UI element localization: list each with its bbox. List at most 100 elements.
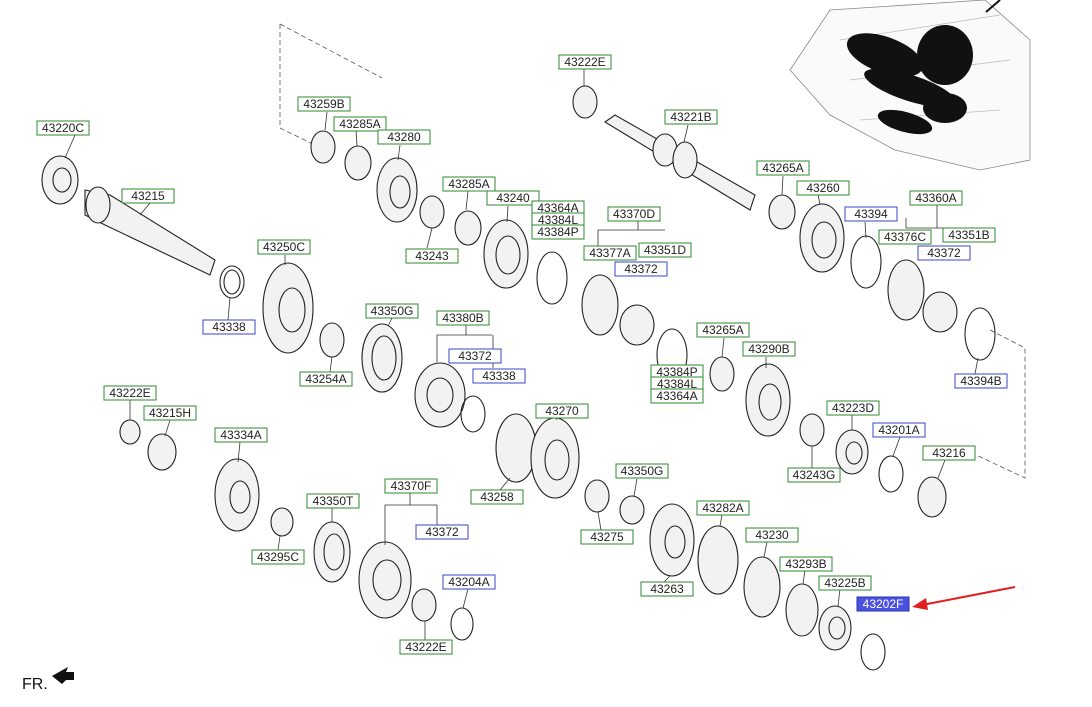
part-label-43360a[interactable]: 43360A xyxy=(909,190,963,206)
part-label-43376c[interactable]: 43376C xyxy=(878,229,932,245)
part-number: 43372 xyxy=(624,262,658,276)
part-label-43220c[interactable]: 43220C xyxy=(36,120,90,136)
part-label-43280[interactable]: 43280 xyxy=(377,129,431,145)
part-label-43372[interactable]: 43372 xyxy=(614,261,668,277)
part-label-43394[interactable]: 43394 xyxy=(844,206,898,222)
part-label-43215[interactable]: 43215 xyxy=(121,188,175,204)
part-label-43372[interactable]: 43372 xyxy=(415,524,469,540)
part-label-43295c[interactable]: 43295C xyxy=(251,549,305,565)
part-number: 43258 xyxy=(480,490,514,504)
part-number: 43204A xyxy=(448,575,489,589)
orientation-label: FR. xyxy=(22,676,48,693)
part-label-43370f[interactable]: 43370F xyxy=(384,478,438,494)
part-label-box xyxy=(121,188,175,204)
leader-lines xyxy=(64,69,979,640)
part-number: 43265A xyxy=(702,323,743,337)
part-label-43394b[interactable]: 43394B xyxy=(954,373,1008,389)
part-number: 43350T xyxy=(313,494,354,508)
part-label-43222e[interactable]: 43222E xyxy=(103,385,157,401)
part-label-43350g[interactable]: 43350G xyxy=(365,303,419,319)
part-number: 43384L xyxy=(657,377,697,391)
part-label-43215h[interactable]: 43215H xyxy=(143,405,197,421)
part-label-43338[interactable]: 43338 xyxy=(202,319,256,335)
part-label-43250c[interactable]: 43250C xyxy=(257,239,311,255)
part-label-43384p[interactable]: 43384P xyxy=(650,364,704,380)
part-label-box xyxy=(257,239,311,255)
part-label-box xyxy=(415,524,469,540)
part-number: 43384L xyxy=(538,213,578,227)
part-label-box xyxy=(580,529,634,545)
parts xyxy=(41,85,996,671)
part-number: 43243 xyxy=(415,249,449,263)
part-number: 43285A xyxy=(448,177,489,191)
part-number: 43334A xyxy=(220,428,261,442)
part-label-43285a[interactable]: 43285A xyxy=(333,116,387,132)
part-label-43202f[interactable]: 43202F xyxy=(856,596,910,612)
part-number: 43250C xyxy=(263,240,305,254)
part-number: 43377A xyxy=(589,246,630,260)
transmission-thumbnail[interactable] xyxy=(789,0,1031,171)
part-number: 43380B xyxy=(442,311,483,325)
part-label-43204a[interactable]: 43204A xyxy=(442,574,496,590)
part-label-43243[interactable]: 43243 xyxy=(405,248,459,264)
part-label-43223d[interactable]: 43223D xyxy=(826,400,880,416)
part-label-43338[interactable]: 43338 xyxy=(472,368,526,384)
part-label-box xyxy=(377,129,431,145)
part-label-43259b[interactable]: 43259B xyxy=(297,96,351,112)
part-label-43263[interactable]: 43263 xyxy=(640,581,694,597)
part-label-43350g[interactable]: 43350G xyxy=(615,463,669,479)
part-number: 43260 xyxy=(806,181,840,195)
part-label-43225b[interactable]: 43225B xyxy=(818,575,872,591)
part-label-43243g[interactable]: 43243G xyxy=(787,467,841,483)
part-label-43275[interactable]: 43275 xyxy=(580,529,634,545)
part-label-43351b[interactable]: 43351B xyxy=(942,227,996,243)
part-label-43282a[interactable]: 43282A xyxy=(696,500,750,516)
part-label-43350t[interactable]: 43350T xyxy=(306,493,360,509)
part-number: 43280 xyxy=(387,130,421,144)
part-label-43270[interactable]: 43270 xyxy=(535,403,589,419)
part-label-43258[interactable]: 43258 xyxy=(470,489,524,505)
part-label-43221b[interactable]: 43221B xyxy=(664,109,718,125)
part-label-43260[interactable]: 43260 xyxy=(796,180,850,196)
part-label-box xyxy=(922,445,976,461)
part-number: 43216 xyxy=(932,446,966,460)
part-label-43372[interactable]: 43372 xyxy=(448,348,502,364)
part-label-43230[interactable]: 43230 xyxy=(745,527,799,543)
part-label-43254a[interactable]: 43254A xyxy=(299,371,353,387)
part-label-43222e[interactable]: 43222E xyxy=(399,639,453,655)
part-label-box xyxy=(664,109,718,125)
part-label-43290b[interactable]: 43290B xyxy=(742,341,796,357)
part-number: 43290B xyxy=(748,342,789,356)
part-number: 43364A xyxy=(537,201,578,215)
part-label-43372[interactable]: 43372 xyxy=(917,245,971,261)
part-label-43240[interactable]: 43240 xyxy=(486,190,540,206)
part-label-43384l[interactable]: 43384L xyxy=(650,376,704,392)
part-label-43351d[interactable]: 43351D xyxy=(638,242,692,258)
part-label-43265a[interactable]: 43265A xyxy=(696,322,750,338)
part-labels: 43220C4321543259B43285A4328043285A432404… xyxy=(36,54,1008,655)
part-label-43222e[interactable]: 43222E xyxy=(558,54,612,70)
part-label-43377a[interactable]: 43377A xyxy=(583,245,637,261)
part-label-43265a[interactable]: 43265A xyxy=(756,160,810,176)
part-label-43334a[interactable]: 43334A xyxy=(214,427,268,443)
part-label-43370d[interactable]: 43370D xyxy=(607,206,661,222)
part-number: 43263 xyxy=(650,582,684,596)
part-number: 43351D xyxy=(644,243,686,257)
part-label-43380b[interactable]: 43380B xyxy=(436,310,490,326)
part-label-43216[interactable]: 43216 xyxy=(922,445,976,461)
part-label-box xyxy=(787,467,841,483)
part-number: 43338 xyxy=(482,369,516,383)
part-label-43293b[interactable]: 43293B xyxy=(779,556,833,572)
part-label-43364a[interactable]: 43364A xyxy=(650,388,704,404)
part-label-43201a[interactable]: 43201A xyxy=(872,422,926,438)
part-label-43384l[interactable]: 43384L xyxy=(531,212,585,228)
part-label-43384p[interactable]: 43384P xyxy=(531,224,585,240)
part-label-43364a[interactable]: 43364A xyxy=(531,200,585,216)
dashed-outline xyxy=(279,23,1026,479)
part-label-box xyxy=(844,206,898,222)
part-number: 43372 xyxy=(425,525,459,539)
part-label-box xyxy=(818,575,872,591)
part-number: 43225B xyxy=(824,576,865,590)
part-label-box xyxy=(638,242,692,258)
part-label-43285a[interactable]: 43285A xyxy=(442,176,496,192)
